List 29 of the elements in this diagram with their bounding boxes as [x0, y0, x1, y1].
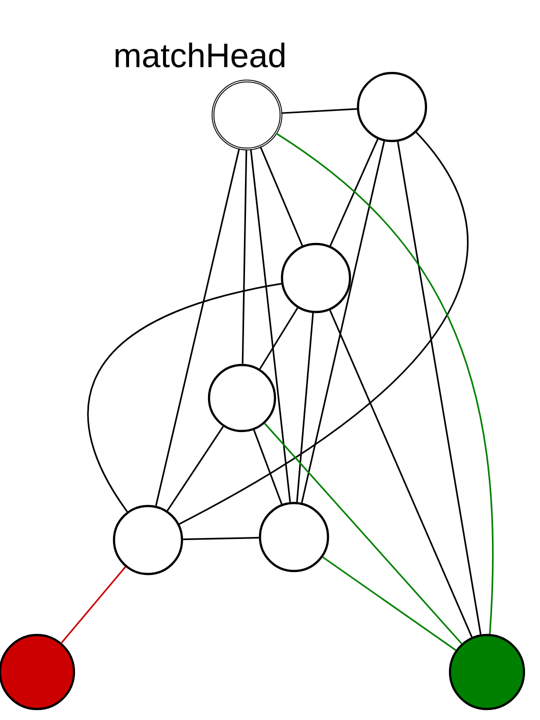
edge-line	[397, 141, 482, 635]
edge-line	[60, 566, 126, 644]
edge-line	[330, 138, 378, 246]
edge-line	[259, 307, 298, 370]
edge-line	[183, 536, 259, 540]
edge-line	[242, 149, 248, 364]
title: matchHead	[116, 42, 284, 68]
circle-node	[280, 242, 352, 314]
edge-line	[281, 108, 357, 114]
edge-line	[87, 282, 282, 512]
circle-node	[0, 634, 76, 710]
edge-line	[322, 556, 456, 651]
edge-line	[276, 132, 494, 634]
edge-line	[250, 149, 291, 502]
edge-line	[301, 141, 385, 503]
double-circle	[212, 80, 282, 150]
circle-node	[112, 504, 184, 576]
edge-line	[260, 146, 304, 246]
edge-line	[296, 312, 314, 502]
edge-line	[329, 310, 473, 638]
circle-node	[208, 364, 276, 432]
edge-line	[166, 426, 224, 512]
circle-node	[448, 634, 526, 710]
edge-line	[264, 422, 462, 644]
edge-line	[178, 132, 468, 525]
edge-line	[155, 148, 240, 506]
edge-line	[253, 430, 282, 504]
circle-node	[356, 72, 428, 142]
circle-node	[258, 502, 330, 572]
